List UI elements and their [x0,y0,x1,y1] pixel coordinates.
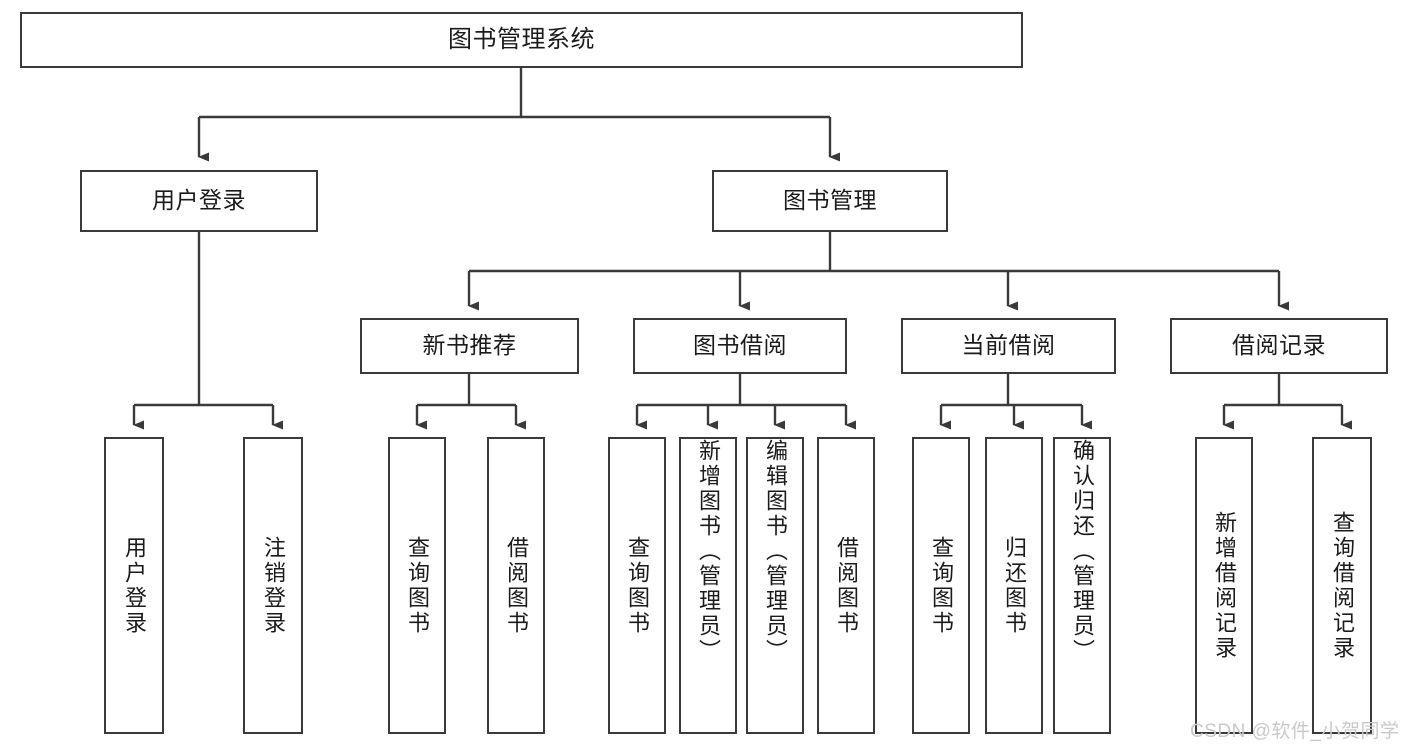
leaf-bb-add-book-admin[interactable]: 新增图书（管理员） [679,437,737,734]
node-borrow-record[interactable]: 借阅记录 [1170,318,1388,374]
node-label: 用户登录 [122,535,147,636]
leaf-nb-query-books[interactable]: 查询图书 [388,437,446,734]
node-label: 注销登录 [261,535,286,636]
leaf-bb-edit-book-admin[interactable]: 编辑图书（管理员） [746,437,804,734]
node-label: 新增图书（管理员） [696,439,721,664]
node-label: 新书推荐 [422,332,517,359]
node-label: 借阅记录 [1232,332,1326,359]
node-label: 借阅图书 [834,535,859,636]
leaf-cb-query-books[interactable]: 查询图书 [912,437,970,734]
node-root-system[interactable]: 图书管理系统 [20,12,1023,68]
leaf-user-logout[interactable]: 注销登录 [243,437,303,734]
node-label: 当前借阅 [961,332,1056,359]
node-label: 新增借阅记录 [1212,510,1237,661]
leaf-user-login[interactable]: 用户登录 [104,437,164,734]
leaf-cb-return-books[interactable]: 归还图书 [985,437,1043,734]
node-user-login[interactable]: 用户登录 [80,170,318,232]
node-label: 查询借阅记录 [1330,510,1355,661]
csdn-watermark: CSDN @软件_小贺同学 [1190,721,1400,742]
leaf-nb-borrow-books[interactable]: 借阅图书 [487,437,545,734]
node-label: 查询图书 [405,535,430,636]
leaf-br-query-record[interactable]: 查询借阅记录 [1312,437,1372,734]
node-label: 用户登录 [152,187,246,214]
node-label: 查询图书 [625,535,650,636]
leaf-bb-borrow-books[interactable]: 借阅图书 [817,437,875,734]
node-label: 图书借阅 [693,332,787,359]
node-book-borrow[interactable]: 图书借阅 [633,318,847,374]
leaf-br-add-record[interactable]: 新增借阅记录 [1195,437,1253,734]
node-label: 查询图书 [929,535,954,636]
node-current-borrow[interactable]: 当前借阅 [901,318,1116,374]
node-label: 编辑图书（管理员） [763,439,788,664]
node-label: 图书管理 [783,187,877,214]
node-label: 确认归还（管理员） [1070,439,1095,664]
leaf-cb-confirm-return-admin[interactable]: 确认归还（管理员） [1053,437,1111,734]
node-label: 借阅图书 [504,535,529,636]
node-book-management[interactable]: 图书管理 [712,170,948,232]
node-label: 归还图书 [1002,535,1027,636]
node-new-book-recommend[interactable]: 新书推荐 [360,318,579,374]
leaf-bb-query-books[interactable]: 查询图书 [608,437,666,734]
node-label: 图书管理系统 [448,25,595,53]
